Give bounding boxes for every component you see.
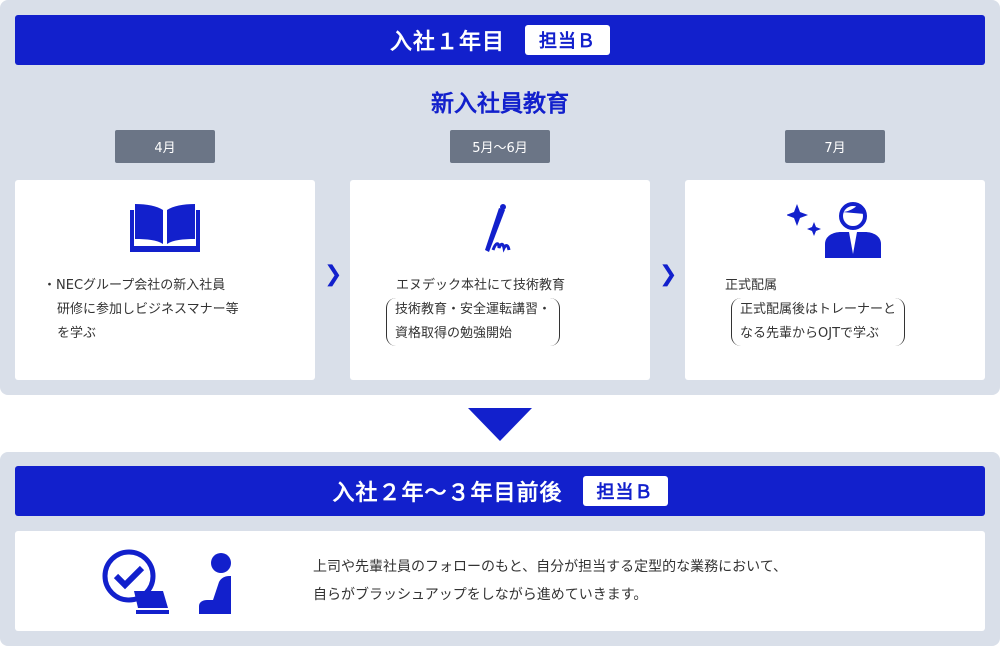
month-badge: 7月 xyxy=(785,130,885,163)
step-card: エヌデック本社にて技術教育 技術教育・安全運転講習・ 資格取得の勉強開始 xyxy=(350,180,650,380)
year2-title: 入社２年〜３年目前後 xyxy=(332,481,563,506)
section-subtitle: 新入社員教育 xyxy=(431,91,569,117)
year1-panel: 入社１年目 担当Ｂ 新入社員教育 4月 5月〜6月 7月 ・NECグループ会社の… xyxy=(0,0,1000,395)
text-line: ・NECグループ会社の新入社員 xyxy=(43,278,226,293)
year1-header: 入社１年目 担当Ｂ xyxy=(15,15,985,65)
check-worker-icon xyxy=(101,548,231,618)
chevron-right-icon: ❯ xyxy=(324,262,343,287)
businessman-sparkle-icon xyxy=(685,202,985,260)
step-text: エヌデック本社にて技術教育 技術教育・安全運転講習・ 資格取得の勉強開始 xyxy=(350,274,650,346)
text-line: 正式配属 xyxy=(725,278,778,293)
year1-title: 入社１年目 xyxy=(389,30,505,55)
parenthetical: 正式配属後はトレーナーと なる先輩からOJTで学ぶ xyxy=(731,298,906,346)
year2-description: 上司や先輩社員のフォローのもと、自分が担当する定型的な業務において、 自らがブラ… xyxy=(313,553,787,609)
chevron-right-icon: ❯ xyxy=(659,262,678,287)
text-line: を学ぶ xyxy=(57,326,97,341)
text-line: なる先輩からOJTで学ぶ xyxy=(740,326,880,341)
year2-card: 上司や先輩社員のフォローのもと、自分が担当する定型的な業務において、 自らがブラ… xyxy=(15,531,985,631)
parenthetical: 技術教育・安全運転講習・ 資格取得の勉強開始 xyxy=(386,298,561,346)
step-text: 正式配属 正式配属後はトレーナーと なる先輩からOJTで学ぶ xyxy=(685,274,985,346)
text-line: 研修に参加しビジネスマナー等 xyxy=(57,302,239,317)
text-line: 正式配属後はトレーナーと xyxy=(740,302,897,317)
text-line: 上司や先輩社員のフォローのもと、自分が担当する定型的な業務において、 xyxy=(313,559,788,575)
down-arrow-icon xyxy=(468,408,532,441)
pen-signature-icon xyxy=(350,202,650,254)
step-card: 正式配属 正式配属後はトレーナーと なる先輩からOJTで学ぶ xyxy=(685,180,985,380)
step-text: ・NECグループ会社の新入社員 研修に参加しビジネスマナー等 を学ぶ xyxy=(15,274,315,346)
text-line: 資格取得の勉強開始 xyxy=(395,326,513,341)
text-line: エヌデック本社にて技術教育 xyxy=(396,278,566,293)
text-line: 自らがブラッシュアップをしながら進めていきます。 xyxy=(313,587,648,603)
owner-tag: 担当Ｂ xyxy=(525,25,610,55)
month-badge: 4月 xyxy=(115,130,215,163)
text-line: 技術教育・安全運転講習・ xyxy=(395,302,552,317)
year2-header: 入社２年〜３年目前後 担当Ｂ xyxy=(15,466,985,516)
step-card: ・NECグループ会社の新入社員 研修に参加しビジネスマナー等 を学ぶ xyxy=(15,180,315,380)
owner-tag: 担当Ｂ xyxy=(582,476,668,506)
book-icon xyxy=(15,202,315,254)
month-badge: 5月〜6月 xyxy=(450,130,550,163)
